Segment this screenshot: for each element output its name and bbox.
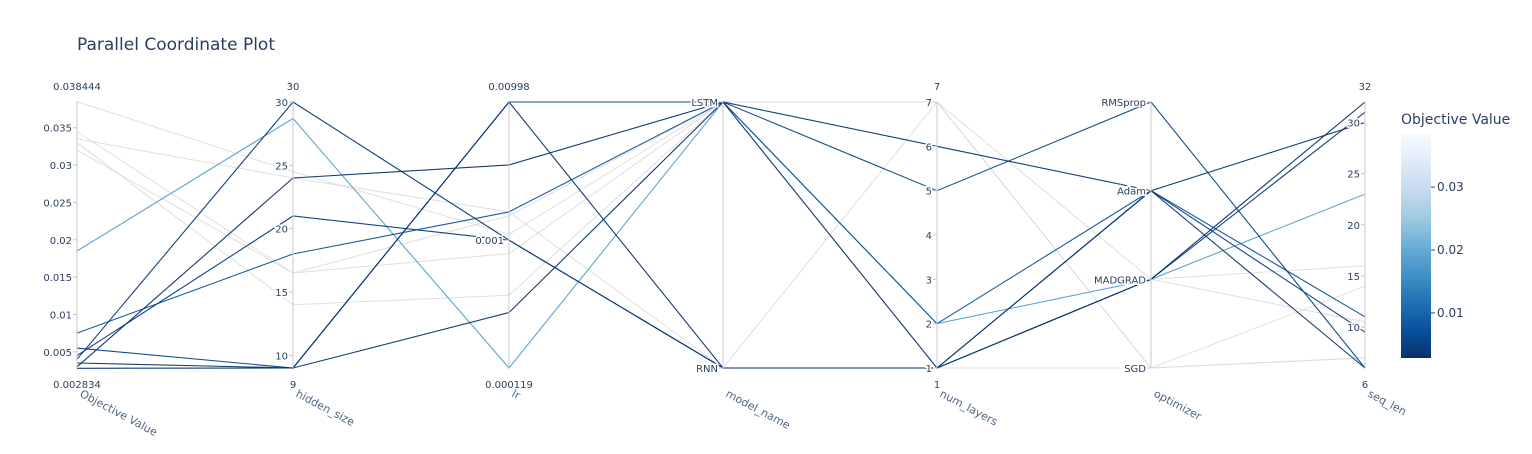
axis-tick-label: 20: [1347, 221, 1360, 232]
axis-tick-label: Adam: [1117, 187, 1146, 198]
axis-tick-label: 2: [926, 320, 932, 331]
trial-line[interactable]: [76, 101, 1366, 369]
axis-tick-label: SGD: [1124, 364, 1146, 375]
axis-range-max: 7: [934, 82, 940, 93]
trial-line[interactable]: [76, 101, 1366, 369]
colorbar-tick-label: 0.02: [1437, 243, 1464, 257]
colorbar: Objective Value 0.01 0.02 0.03: [1401, 112, 1510, 358]
axis-range-max: 0.038444: [53, 82, 101, 93]
axis-tick-label: 10: [275, 351, 288, 362]
axis-objective: 0.005 0.01 0.015 0.02 0.025 0.03 0.035 0.038444…: [42, 82, 160, 439]
axis-model_name: RNN LSTM model_name: [690, 97, 793, 433]
axis-tick-label: 0.01: [50, 310, 72, 321]
axis-title: hidden_size: [294, 387, 357, 429]
trial-line[interactable]: [76, 101, 1366, 369]
trial-line[interactable]: [76, 101, 1366, 369]
trial-line[interactable]: [76, 101, 1366, 369]
colorbar-gradient: [1401, 134, 1431, 358]
axis-tick-label: 0.025: [43, 198, 72, 209]
axis-tick-label: 15: [1347, 272, 1360, 283]
axis-title: num_layers: [938, 387, 1000, 428]
axis-tick-label: 25: [275, 161, 288, 172]
axis-tick-label: 0.001: [475, 236, 504, 247]
axis-range-max: 32: [1359, 82, 1372, 93]
axis-title: optimizer: [1152, 387, 1204, 423]
axis-tick-label: LSTM: [691, 98, 718, 109]
axis-range-min: 6: [1362, 380, 1368, 391]
axis-tick-label: RNN: [696, 364, 718, 375]
axis-tick-label: 10: [1347, 323, 1360, 334]
lines-layer: [76, 101, 1366, 369]
axis-tick-label: 15: [275, 288, 288, 299]
axis-tick-label: 0.005: [43, 348, 72, 359]
axes-layer: 0.005 0.01 0.015 0.02 0.025 0.03 0.035 0.038444…: [42, 82, 1409, 439]
axis-range-max: 0.00998: [488, 82, 529, 93]
axis-tick-label: 7: [926, 98, 932, 109]
trial-line[interactable]: [76, 101, 1366, 369]
trial-line[interactable]: [76, 190, 1366, 369]
axis-tick-label: 4: [926, 231, 932, 242]
axis-range-min: 0.000119: [485, 380, 533, 391]
axis-tick-label: 0.035: [43, 124, 72, 135]
axis-title: model_name: [724, 387, 793, 432]
trial-line[interactable]: [76, 101, 1366, 369]
axis-tick-label: MADGRAD: [1094, 275, 1146, 286]
axis-tick-label: 30: [1347, 118, 1360, 129]
axis-range-max: 30: [287, 82, 300, 93]
axis-tick-label: RMSprop: [1101, 98, 1146, 109]
colorbar-title: Objective Value: [1401, 112, 1510, 128]
axis-tick-label: 30: [275, 98, 288, 109]
axis-tick-label: 0.02: [50, 236, 72, 247]
trial-line[interactable]: [76, 101, 1366, 334]
chart-title: Parallel Coordinate Plot: [77, 35, 275, 55]
axis-range-min: 0.002834: [53, 380, 101, 391]
colorbar-tick-label: 0.03: [1437, 180, 1464, 194]
axis-tick-label: 0.03: [50, 161, 72, 172]
axis-title: Objective Value: [78, 387, 160, 439]
axis-tick-label: 6: [926, 142, 932, 153]
axis-tick-label: 0.015: [43, 273, 72, 284]
trial-line[interactable]: [76, 101, 1366, 369]
axis-tick-label: 5: [926, 187, 932, 198]
axis-tick-label: 3: [926, 275, 932, 286]
axis-range-min: 9: [290, 380, 296, 391]
axis-tick-label: 1: [926, 364, 932, 375]
axis-tick-label: 20: [275, 225, 288, 236]
trial-line[interactable]: [76, 101, 1366, 369]
axis-title: seq_len: [1366, 387, 1409, 418]
axis-tick-label: 25: [1347, 170, 1360, 181]
trial-line[interactable]: [76, 101, 1366, 369]
colorbar-tick-label: 0.01: [1437, 306, 1464, 320]
axis-range-min: 1: [934, 380, 940, 391]
